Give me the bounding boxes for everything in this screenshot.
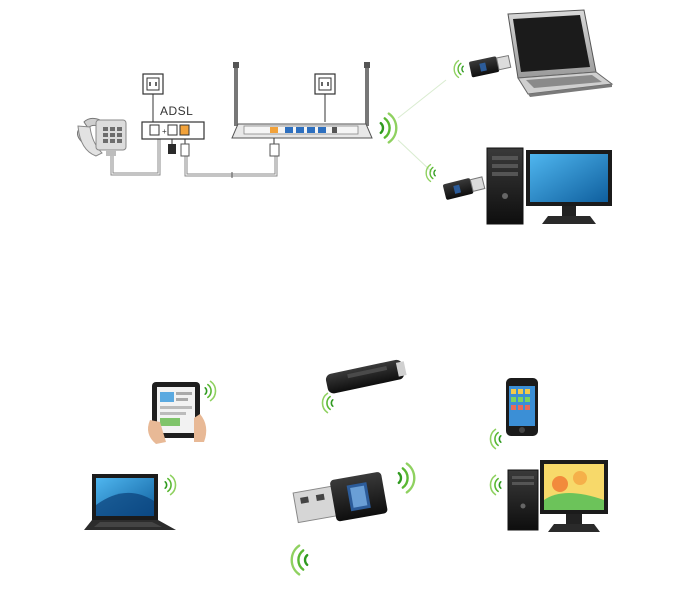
laptop-icon	[84, 474, 176, 530]
wifi-signal-icon	[489, 474, 502, 496]
svg-text:+: +	[162, 127, 167, 136]
phone-cable	[110, 138, 161, 176]
wifi-signal-icon	[425, 163, 436, 183]
tablet-icon	[148, 382, 207, 444]
desktop-pc-icon	[486, 147, 612, 225]
usb-wifi-adapter-icon	[443, 176, 486, 200]
wifi-signal-icon	[453, 59, 464, 79]
wifi-signal-icon	[321, 392, 334, 414]
wifi-signal-icon	[397, 462, 416, 494]
router-icon	[231, 62, 373, 157]
usb-wifi-adapter-icon	[469, 54, 512, 78]
desktop-pc-icon	[507, 460, 608, 532]
wifi-signal-icon	[164, 474, 177, 496]
adsl-modem-icon: +	[141, 121, 205, 157]
smartphone-icon	[506, 378, 538, 436]
wireless-link-lines	[397, 79, 447, 173]
power-outlet-icon	[314, 73, 336, 122]
usb-stick-icon	[325, 359, 407, 394]
wifi-signal-icon	[489, 428, 502, 450]
usb-wifi-adapter-icon	[292, 472, 388, 524]
wifi-signal-icon	[290, 544, 309, 576]
telephone-icon	[76, 117, 127, 157]
adsl-modem-label: ADSL	[160, 104, 194, 118]
laptop-icon	[507, 9, 614, 97]
wifi-signal-icon	[204, 380, 217, 402]
ethernet-cable	[184, 156, 278, 178]
wifi-signal-icon	[379, 112, 398, 144]
power-outlet-icon	[142, 73, 164, 122]
